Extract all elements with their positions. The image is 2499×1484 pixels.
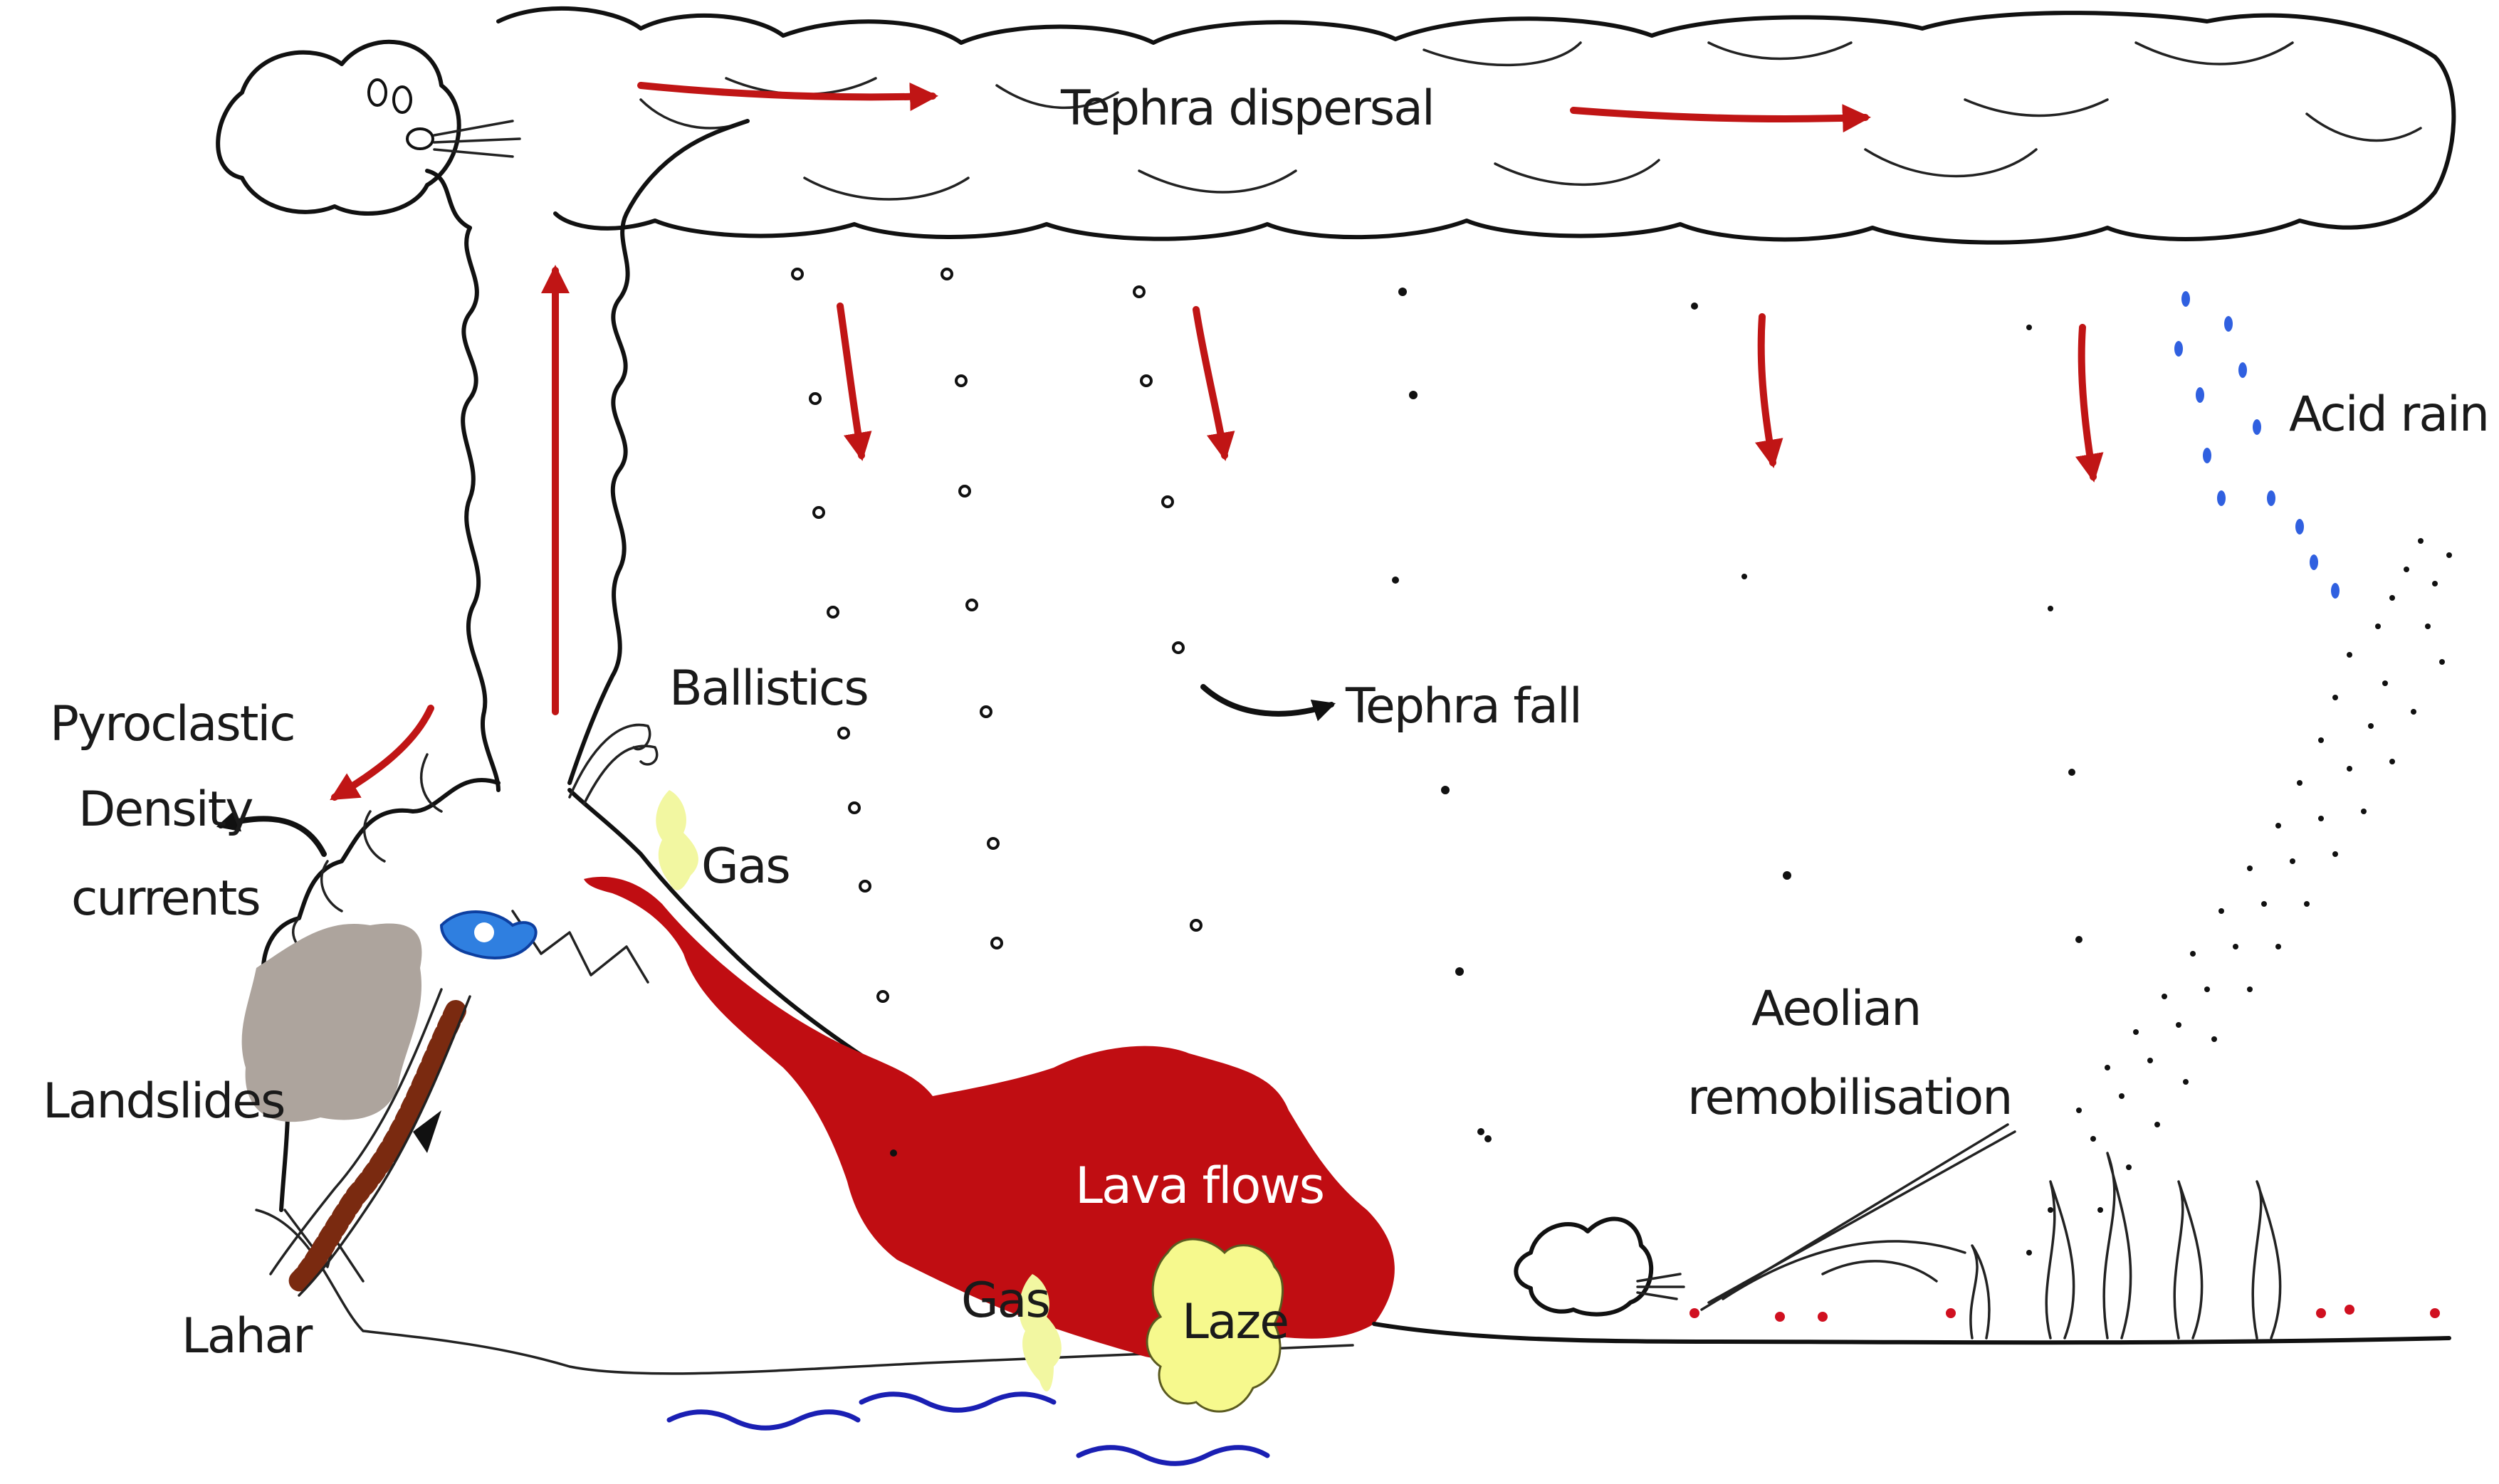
gas-cloud-lower [1019, 1274, 1062, 1391]
label-ballistics: Ballistics [669, 661, 868, 717]
red-arrows [330, 82, 2104, 801]
tephra-dots [890, 288, 2082, 1157]
wind-face-icon [216, 39, 521, 216]
wind-face-icon [1514, 1216, 1685, 1317]
label-gas-lower: Gas [961, 1273, 1049, 1329]
tephra-particles [791, 268, 1203, 1003]
gas-cloud-upper [656, 790, 698, 890]
label-pdc-line3: currents [71, 870, 260, 927]
label-lahar: Lahar [182, 1308, 313, 1364]
black-arrows [216, 684, 1336, 857]
aeolian-wind-lines [1700, 1123, 2016, 1311]
flower-icon [1689, 1305, 2440, 1322]
label-lava-flows: Lava flows [1075, 1157, 1324, 1215]
label-aeolian-line2: remobilisation [1687, 1070, 2011, 1126]
label-pdc-line2: Density [78, 782, 253, 838]
label-aeolian-line1: Aeolian [1751, 981, 1920, 1037]
label-tephra-dispersal: Tephra dispersal [1060, 80, 1434, 137]
lahar-flow [269, 988, 471, 1297]
label-landslides: Landslides [43, 1073, 284, 1130]
landslide-deposit [241, 923, 422, 1122]
label-pdc-line1: Pyroclastic [50, 696, 295, 752]
aeolian-dust [2026, 538, 2452, 1256]
ash-cloud-icon [496, 6, 2456, 245]
label-laze: Laze [1182, 1294, 1288, 1350]
tree-icon [1969, 1152, 2282, 1340]
water-splash-icon [439, 910, 538, 959]
water-waves [666, 1391, 1270, 1466]
laze-cloud [1146, 1238, 1284, 1413]
label-gas-upper: Gas [701, 838, 790, 895]
ground-line [1372, 1322, 2451, 1345]
plume-icon [261, 119, 750, 970]
label-tephra-fall: Tephra fall [1345, 678, 1581, 735]
label-acid-rain: Acid rain [2289, 386, 2488, 443]
acid-rain-drops [2174, 291, 2340, 599]
